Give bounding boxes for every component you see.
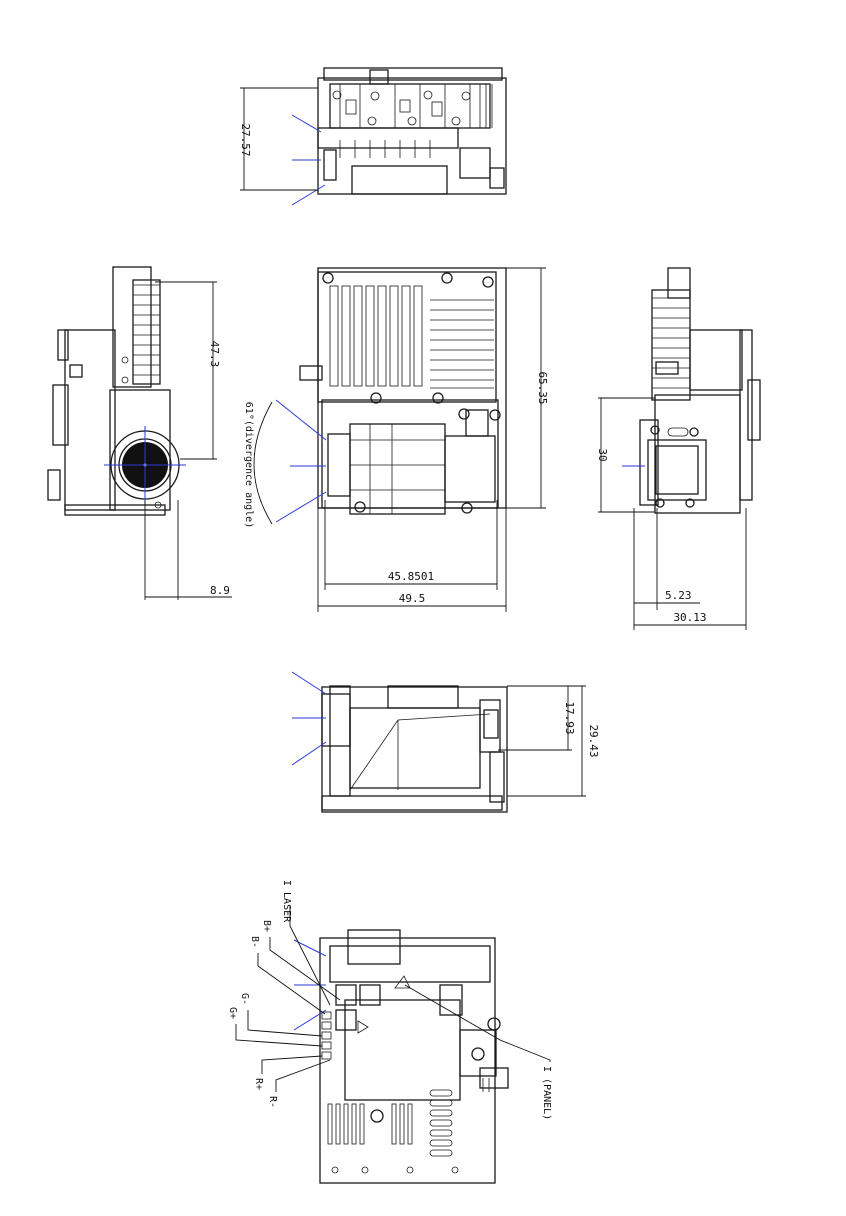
rear-wiring-view: I LASER B+ B- G- G+ R+ R- I (PANEL) (227, 880, 552, 1184)
dim-right-height: 30 (596, 448, 609, 461)
right-side-view: 30 5.23 30.13 (596, 267, 761, 630)
bottom-view: 17.93 29.43 (291, 671, 600, 813)
pin-label-laser: I LASER (281, 880, 292, 923)
front-view: 61°(divergence angle) 65.35 45.8501 49.5 (243, 267, 549, 612)
dim-top-view-height: 27.57 (239, 123, 252, 156)
dim-right-offset: 5.23 (665, 589, 692, 602)
dim-front-height: 65.35 (536, 371, 549, 404)
pin-label-g-minus: G- (239, 993, 250, 1005)
divergence-angle-label: 61°(divergence angle) (243, 402, 254, 528)
dim-front-inner-width: 45.8501 (388, 570, 434, 583)
pin-label-r-minus: R- (267, 1096, 278, 1108)
dim-left-heatsink: 47.3 (208, 341, 221, 368)
pin-label-panel: I (PANEL) (541, 1066, 552, 1120)
dim-bottom-inner-height: 17.93 (563, 701, 576, 734)
top-view: 27.57 (239, 67, 507, 206)
dim-right-width: 30.13 (673, 611, 706, 624)
pin-label-b-minus: B- (249, 936, 260, 948)
pin-label-r-plus: R+ (253, 1078, 264, 1090)
pin-label-b-plus: B+ (261, 920, 272, 932)
pin-label-g-plus: G+ (227, 1007, 238, 1019)
dim-left-offset: 8.9 (210, 584, 230, 597)
dim-bottom-outer-height: 29.43 (587, 724, 600, 757)
dim-front-outer-width: 49.5 (399, 592, 426, 605)
left-side-view: 47.3 8.9 (47, 266, 232, 600)
